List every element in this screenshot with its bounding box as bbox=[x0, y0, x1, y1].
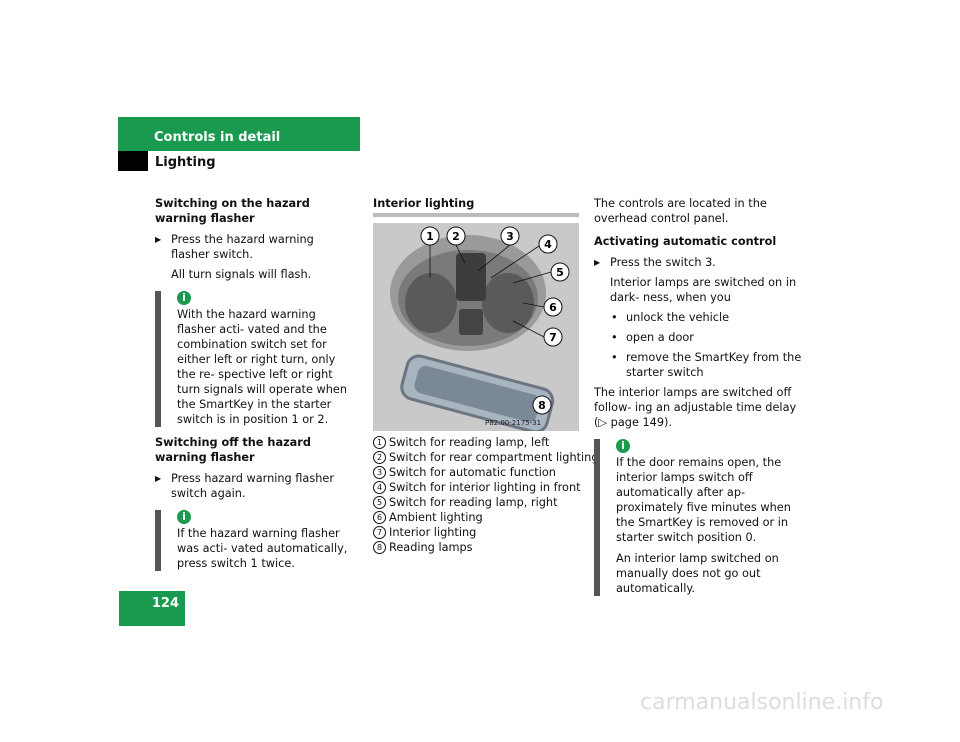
switch-off-delay-text: The interior lamps are switched off foll… bbox=[594, 386, 797, 429]
condition-item: unlock the vehicle bbox=[594, 310, 806, 325]
condition-item: remove the SmartKey from the starter swi… bbox=[594, 350, 806, 380]
info-icon: i bbox=[616, 439, 630, 453]
column-middle: Interior lighting P82.00-2175-31 1 2 3 4… bbox=[373, 196, 599, 555]
heading-switch-off: Switching off the hazard warning flasher bbox=[155, 436, 311, 464]
callout-4: 4 bbox=[544, 238, 552, 251]
subsection-title: Lighting bbox=[155, 155, 216, 170]
heading-switch-on: Switching on the hazard warning flasher bbox=[155, 197, 310, 225]
note-3-text-2: An interior lamp switched on manually do… bbox=[616, 552, 779, 595]
callout-3: 3 bbox=[506, 230, 514, 243]
callout-7: 7 bbox=[549, 331, 557, 344]
heading-activating: Activating automatic control bbox=[594, 235, 777, 248]
heading-rule bbox=[373, 213, 579, 217]
heading-interior-lighting: Interior lighting bbox=[373, 197, 475, 210]
column-right: The controls are located in the overhead… bbox=[594, 196, 806, 596]
info-icon: i bbox=[177, 510, 191, 524]
note-2-text: If the hazard warning flasher was acti- … bbox=[177, 527, 348, 570]
step-press-switch: Press the hazard warning flasher switch. bbox=[155, 232, 355, 262]
callout-5: 5 bbox=[556, 266, 564, 279]
watermark: carmanualsonline.info bbox=[640, 690, 884, 715]
overhead-control-panel-image: P82.00-2175-31 1 2 3 4 5 6 7 8 bbox=[373, 223, 579, 431]
note-3-text-1: If the door remains open, the interior l… bbox=[616, 456, 791, 544]
section-title: Controls in detail bbox=[154, 130, 281, 145]
callout-2: 2 bbox=[452, 230, 460, 243]
info-note-2: i If the hazard warning flasher was acti… bbox=[155, 510, 355, 571]
image-caption: P82.00-2175-31 bbox=[485, 419, 541, 427]
info-note-1: i With the hazard warning flasher acti- … bbox=[155, 291, 355, 427]
callout-8: 8 bbox=[538, 399, 546, 412]
column-left: Switching on the hazard warning flasher … bbox=[155, 196, 355, 571]
step-press-switch-3: Press the switch 3. bbox=[594, 255, 806, 270]
info-icon: i bbox=[177, 291, 191, 305]
note-1-text: With the hazard warning flasher acti- va… bbox=[177, 308, 348, 426]
header-section-bar: Controls in detail bbox=[118, 117, 360, 151]
callout-1: 1 bbox=[426, 230, 434, 243]
info-note-3: i If the door remains open, the interior… bbox=[594, 439, 806, 596]
condition-item: open a door bbox=[594, 330, 806, 345]
page-number-box: 124 bbox=[119, 591, 185, 626]
result-turn-signals: All turn signals will flash. bbox=[171, 268, 312, 281]
controls-location-text: The controls are located in the overhead… bbox=[594, 197, 767, 225]
step-press-again: Press hazard warning flasher switch agai… bbox=[155, 471, 355, 501]
callout-6: 6 bbox=[549, 301, 557, 314]
header-black-tab bbox=[118, 151, 148, 171]
step-result: Interior lamps are switched on in dark- … bbox=[610, 276, 797, 304]
page-number: 124 bbox=[151, 596, 179, 611]
